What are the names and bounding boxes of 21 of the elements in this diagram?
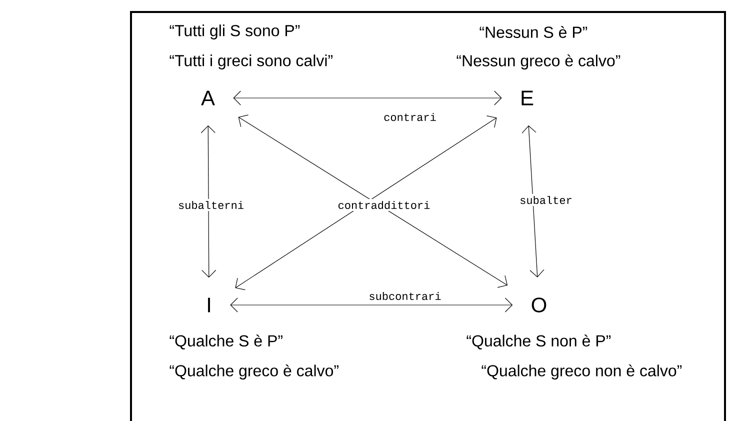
statement-text: “Qualche S è P” [170,334,282,350]
letter-label: A [201,90,215,106]
statement-text: “Qualche greco non è calvo” [482,364,682,380]
statement-text: “Nessun S è P” [480,26,588,38]
letter-label: I [208,298,210,312]
arrow [522,125,544,278]
statement-text: “Nessun greco è calvo” [456,54,620,70]
edge-label: subalter [518,194,574,206]
edge-label: subcontrari [370,292,441,300]
arrow [233,90,502,106]
statement-text: “Tutti gli S sono P” [170,24,300,40]
edge-label: contrari [384,112,436,122]
statement-text: “Qualche greco è calvo” [170,364,338,380]
letter-label: O [532,298,546,312]
statement-text: “Qualche S non è P” [466,334,611,350]
letter-label: E [522,90,534,106]
diagonal-label: contraddittori [336,198,432,212]
statement-text: “Tutti i greci sono calvi” [170,54,332,70]
arrow [200,125,216,278]
edge-label: subalterni [176,198,246,212]
arrow [230,298,513,312]
